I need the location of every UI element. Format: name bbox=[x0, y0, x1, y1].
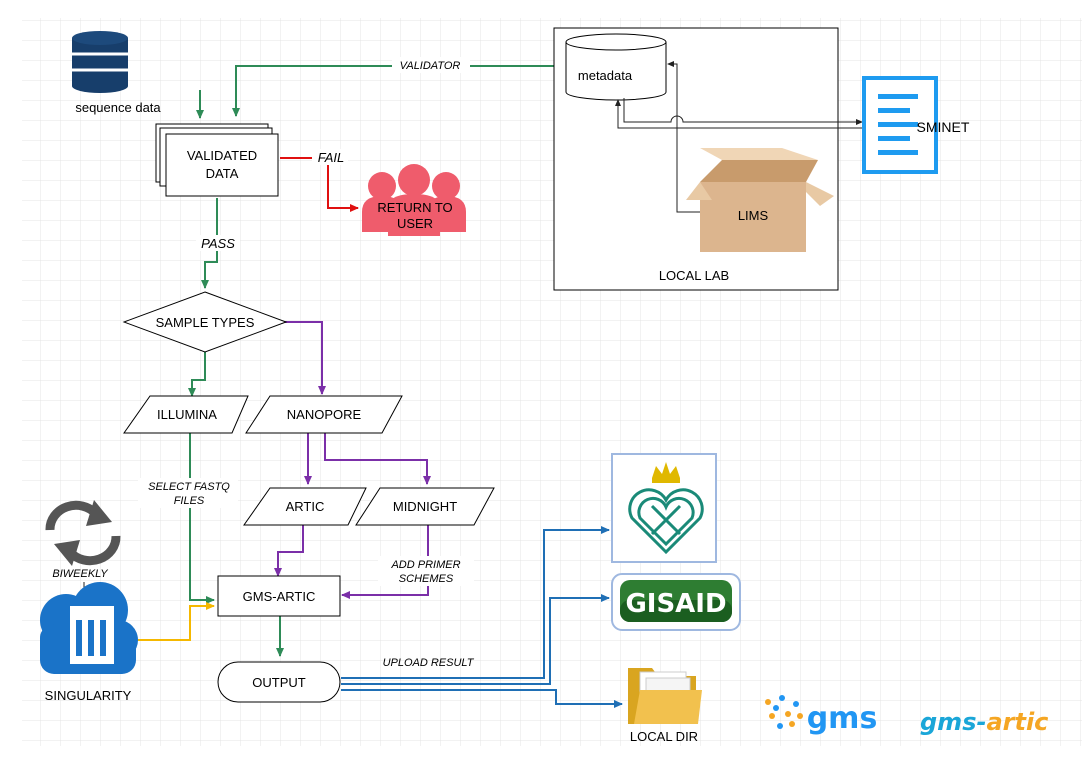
return-to-user-label-1: RETURN TO bbox=[377, 200, 452, 215]
sminet-line-icon bbox=[878, 94, 918, 99]
sminet-label: SMINET bbox=[917, 119, 970, 135]
svg-text:gms-artic: gms-artic bbox=[920, 708, 1048, 736]
edge-metadata-to-sminet bbox=[623, 98, 863, 125]
validated-data-label-2: DATA bbox=[206, 166, 239, 181]
select-fastq-label-2: FILES bbox=[174, 495, 205, 507]
metadata-label: metadata bbox=[578, 68, 633, 83]
edge-singularity-to-gmsartic bbox=[135, 602, 215, 641]
validator-label: VALIDATOR bbox=[400, 60, 461, 72]
illumina-node: ILLUMINA bbox=[123, 395, 249, 434]
select-fastq-label-1: SELECT FASTQ bbox=[148, 481, 230, 493]
local-dir-label: LOCAL DIR bbox=[630, 729, 698, 744]
add-primer-label-1: ADD PRIMER bbox=[390, 559, 460, 571]
lims-box: LIMS bbox=[686, 148, 834, 252]
refresh-icon bbox=[45, 500, 121, 566]
gms-artic-logo: gms-artic bbox=[920, 708, 1048, 736]
illumina-label: ILLUMINA bbox=[157, 407, 217, 422]
add-primer-label-bg bbox=[378, 556, 474, 586]
gisaid-logo: GISAID bbox=[611, 573, 741, 631]
cloud-server-icon bbox=[40, 582, 138, 674]
fail-label: FAIL bbox=[318, 150, 345, 165]
edge-output-to-gisaid bbox=[341, 594, 610, 685]
sequence-data-label: sequence data bbox=[75, 100, 161, 115]
lims-label: LIMS bbox=[738, 208, 769, 223]
gms-artic-logo-suffix: artic bbox=[986, 708, 1048, 736]
edge-sminet-to-metadata bbox=[615, 99, 862, 129]
crown-icon bbox=[652, 462, 680, 483]
validator-label-bg bbox=[392, 57, 470, 73]
edge-lims-to-metadata bbox=[667, 61, 700, 213]
edge-output-to-folkhalsomyndigheten bbox=[341, 526, 610, 679]
pass-label: PASS bbox=[201, 236, 235, 251]
select-fastq-label-bg bbox=[138, 478, 238, 508]
upload-result-label: UPLOAD RESULT bbox=[383, 657, 475, 669]
sminet-node: SMINET bbox=[862, 76, 970, 174]
folder-icon bbox=[628, 668, 702, 724]
nanopore-label: NANOPORE bbox=[287, 407, 362, 422]
sample-types-decision: SAMPLE TYPES bbox=[122, 291, 288, 353]
local-lab-label: LOCAL LAB bbox=[659, 268, 729, 283]
edge-sample-to-illumina bbox=[188, 352, 206, 397]
biweekly-label: BIWEEKLY bbox=[52, 568, 108, 580]
midnight-node: MIDNIGHT bbox=[355, 487, 495, 526]
sample-types-label: SAMPLE TYPES bbox=[156, 315, 255, 330]
dna-icon bbox=[765, 695, 803, 729]
midnight-label: MIDNIGHT bbox=[393, 499, 457, 514]
fail-label-bg bbox=[312, 149, 348, 165]
output-node: OUTPUT bbox=[217, 661, 341, 703]
edge-sample-to-nanopore bbox=[282, 321, 326, 395]
output-label: OUTPUT bbox=[252, 675, 306, 690]
singularity-label: SINGULARITY bbox=[45, 688, 132, 703]
edge-nanopore-to-midnight bbox=[324, 433, 431, 485]
artic-label: ARTIC bbox=[286, 499, 325, 514]
gms-logo: gms bbox=[765, 695, 877, 736]
gms-artic-logo-prefix: gms- bbox=[920, 708, 986, 736]
edge-midnight-to-gmsartic bbox=[341, 525, 429, 599]
gms-artic-node: GMS-ARTIC bbox=[217, 575, 341, 617]
edge-artic-to-gmsartic bbox=[274, 525, 304, 577]
metadata-store: metadata bbox=[565, 33, 667, 101]
sequence-data-node: sequence data bbox=[72, 31, 161, 115]
validated-data-label-1: VALIDATED bbox=[187, 148, 257, 163]
nanopore-node: NANOPORE bbox=[245, 395, 403, 434]
folkhalsomyndigheten-logo bbox=[611, 453, 717, 563]
add-primer-label-2: SCHEMES bbox=[399, 573, 454, 585]
edge-fail bbox=[280, 157, 359, 212]
edge-pass bbox=[201, 198, 218, 289]
pass-label-bg bbox=[196, 235, 240, 251]
edge-output-to-localdir bbox=[341, 689, 623, 708]
heart-emblem-icon bbox=[628, 488, 704, 555]
local-dir-node: LOCAL DIR bbox=[628, 668, 702, 744]
artic-node: ARTIC bbox=[243, 487, 367, 526]
return-to-user-node: RETURN TO USER bbox=[362, 164, 466, 236]
gms-artic-label: GMS-ARTIC bbox=[243, 589, 316, 604]
validated-data-node: VALIDATED DATA bbox=[155, 123, 279, 197]
gisaid-text: GISAID bbox=[625, 589, 726, 619]
singularity-node: SINGULARITY bbox=[40, 582, 138, 703]
gms-logo-text: gms bbox=[807, 701, 878, 736]
users-icon bbox=[362, 164, 466, 236]
return-to-user-label-2: USER bbox=[397, 216, 433, 231]
